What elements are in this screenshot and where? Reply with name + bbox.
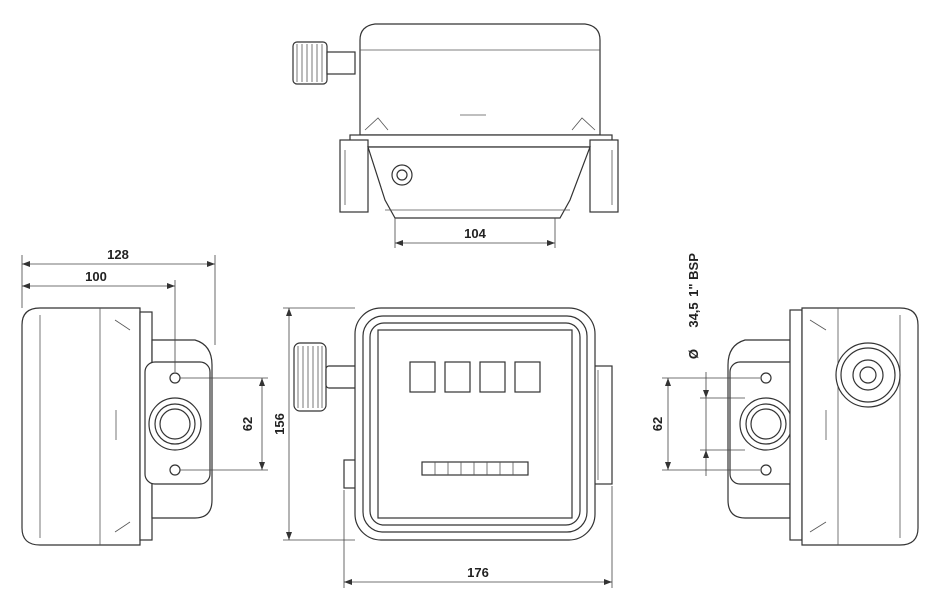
dimension-side-depth-body (22, 280, 176, 372)
dimension-side-depth-total (21, 255, 216, 345)
dimension-front-width (343, 486, 613, 588)
right-view-hole-top (760, 372, 772, 384)
top-view-lower-body (367, 146, 591, 219)
right-view-hole-bottom (760, 464, 772, 476)
dimension-label-front-height: 156 (272, 413, 287, 435)
top-view-inlet-port (339, 139, 369, 213)
dimension-top-width (394, 218, 556, 248)
left-view-hole-bottom (169, 464, 181, 476)
counter-window-1 (409, 361, 436, 393)
right-side-view: 62 Ø 34,5 1" BSP (650, 253, 919, 546)
right-view-port-outer (739, 397, 793, 451)
top-view-housing (359, 23, 601, 136)
dimension-label-port-diameter: 34,5 (686, 302, 701, 327)
counter-window-3 (479, 361, 506, 393)
top-view-knob (292, 41, 356, 85)
dimension-label-side-depth-body: 100 (85, 269, 107, 284)
dimension-label-side-depth-total: 128 (107, 247, 129, 262)
dimension-label-top-width: 104 (464, 226, 486, 241)
counter-window-4 (514, 361, 541, 393)
front-view-knob (293, 342, 359, 412)
dimension-front-height (283, 307, 355, 541)
left-side-view: 128 100 62 (21, 247, 268, 546)
top-view-bolt (391, 164, 413, 186)
top-view-outlet-port (589, 139, 619, 213)
totalizer-strip (421, 461, 529, 476)
front-view: 156 176 (272, 307, 613, 588)
left-view-hole-top (169, 372, 181, 384)
dimension-label-thread: 1" BSP (686, 253, 701, 297)
dimension-port-diameter (700, 372, 745, 476)
dimension-label-right-port-spacing: 62 (650, 417, 665, 431)
top-view: 104 (292, 23, 619, 248)
top-view-flange (349, 134, 613, 148)
dimension-label-left-port-spacing: 62 (240, 417, 255, 431)
front-view-dial-face (377, 329, 573, 519)
dimension-left-port-spacing (180, 377, 268, 471)
diameter-symbol: Ø (686, 349, 701, 359)
right-view-knob-end (835, 342, 901, 408)
counter-window-2 (444, 361, 471, 393)
left-view-housing (21, 307, 141, 546)
dimension-right-port-spacing (662, 377, 760, 471)
right-view-flange (789, 309, 803, 541)
left-view-port-outer (148, 397, 202, 451)
dimension-label-front-width: 176 (467, 565, 489, 580)
